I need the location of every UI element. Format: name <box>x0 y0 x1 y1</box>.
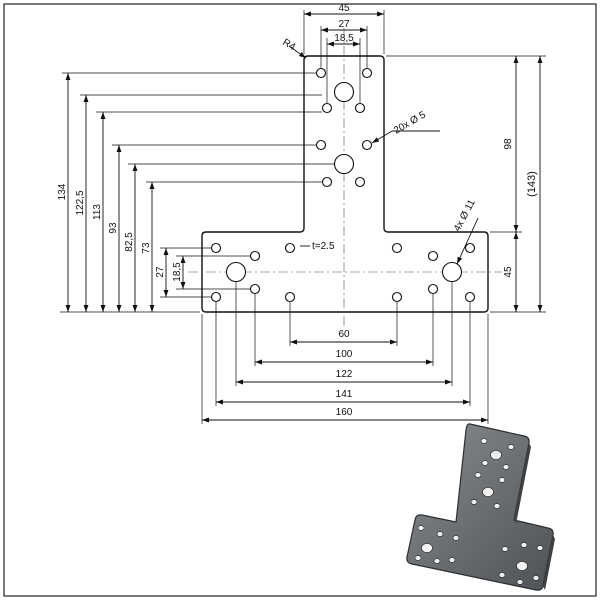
hole-small <box>464 242 476 254</box>
hole-small <box>391 242 403 254</box>
dim-160: 160 <box>336 407 353 418</box>
hole-small <box>391 291 403 303</box>
dim-134: 134 <box>57 183 68 200</box>
dim-98: 98 <box>503 138 514 150</box>
dim-hole-spacing-18-5: 18,5 <box>334 33 354 44</box>
hole-small <box>361 67 373 79</box>
hole-small <box>284 291 296 303</box>
hole-large <box>225 261 247 283</box>
dim-27: 27 <box>155 266 166 278</box>
dim-100: 100 <box>336 349 353 360</box>
hole-small <box>249 283 261 295</box>
hole-small <box>427 250 439 262</box>
dim-141: 141 <box>336 389 353 400</box>
dim-93: 93 <box>108 222 119 234</box>
hole-small <box>464 291 476 303</box>
hole-small <box>210 291 222 303</box>
small-holes-stem <box>315 67 373 188</box>
large-holes-callout: 4x Ø 11 <box>452 198 478 234</box>
radius-label: R4 <box>281 37 298 53</box>
dim-113: 113 <box>92 204 103 220</box>
page-border <box>3 3 597 597</box>
hole-small <box>321 102 333 114</box>
dim-122-5: 122,5 <box>75 190 86 215</box>
dim-82-5: 82,5 <box>124 232 135 252</box>
left-dimensions: 134 122,5 113 93 82,5 73 27 18,5 <box>57 72 334 313</box>
small-holes-callout: 20x Ø 5 <box>392 109 428 136</box>
dim-143-ref: (143) <box>526 171 538 197</box>
hole-small <box>315 139 327 151</box>
bottom-dimensions: 60 100 122 141 160 <box>201 282 489 424</box>
dim-60: 60 <box>338 329 350 340</box>
hole-small <box>210 242 222 254</box>
dim-45: 45 <box>503 266 514 278</box>
small-holes-flange <box>210 242 476 303</box>
hole-large <box>333 81 355 103</box>
hole-small <box>321 176 333 188</box>
right-dimensions: 98 (143) 45 <box>386 55 546 313</box>
dim-width-45: 45 <box>338 3 350 14</box>
hole-small <box>427 283 439 295</box>
dim-18-5: 18,5 <box>172 262 183 282</box>
dim-73: 73 <box>141 242 152 254</box>
isometric-plate-render <box>406 423 555 591</box>
hole-small <box>315 67 327 79</box>
t-plate-outline <box>201 55 489 313</box>
hole-small <box>284 242 296 254</box>
hole-large <box>333 153 355 175</box>
thickness-label: t=2.5 <box>312 241 335 252</box>
hole-small <box>354 176 366 188</box>
hole-small <box>361 139 373 151</box>
plate-render-edge <box>514 443 555 590</box>
hole-small <box>249 250 261 262</box>
hole-large <box>441 261 463 283</box>
hole-small <box>354 102 366 114</box>
plate-render-body <box>406 423 554 591</box>
dim-hole-spacing-27: 27 <box>338 19 350 30</box>
dim-122: 122 <box>336 369 353 380</box>
plate-render-holes <box>414 438 544 585</box>
